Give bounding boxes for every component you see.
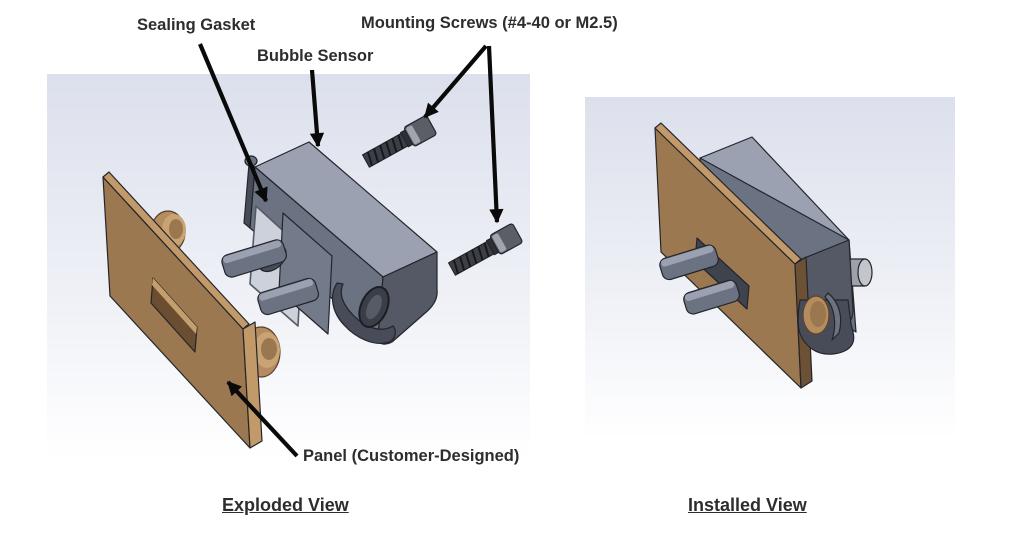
- installed-clip-end: [797, 292, 855, 355]
- fork-prong-lower: [257, 277, 320, 316]
- annotation-arrows: [198, 43, 504, 458]
- sealing-gasket-label: Sealing Gasket: [137, 16, 256, 34]
- arrow-panel: [226, 380, 299, 458]
- fork-prong-upper: [221, 239, 287, 278]
- exploded-view-caption: Exploded View: [222, 495, 349, 515]
- sensor-clip-hook: [331, 282, 396, 344]
- installed-prong-lower: [683, 279, 740, 315]
- arrow-mounting-screw-1: [423, 44, 488, 119]
- arrow-sealing-gasket: [198, 43, 268, 203]
- bubble-sensor-label: Bubble Sensor: [257, 47, 374, 65]
- sensor-fork: [221, 212, 333, 335]
- installed-view-caption: Installed View: [688, 495, 807, 515]
- exploded-view-assembly: [102, 114, 524, 449]
- arrow-mounting-screw-2: [486, 45, 504, 224]
- mounting-screws-label: Mounting Screws (#4-40 or M2.5): [361, 14, 618, 32]
- arrow-bubble-sensor: [309, 69, 325, 148]
- panel-slot-cutout: [150, 277, 198, 353]
- installed-panel: [654, 122, 813, 389]
- installed-prong-upper: [659, 244, 719, 281]
- exploded-panel: [102, 171, 263, 449]
- sensor-clip-slot: [358, 286, 390, 328]
- panel-label: Panel (Customer-Designed): [303, 447, 520, 465]
- installed-view-assembly: [654, 122, 873, 389]
